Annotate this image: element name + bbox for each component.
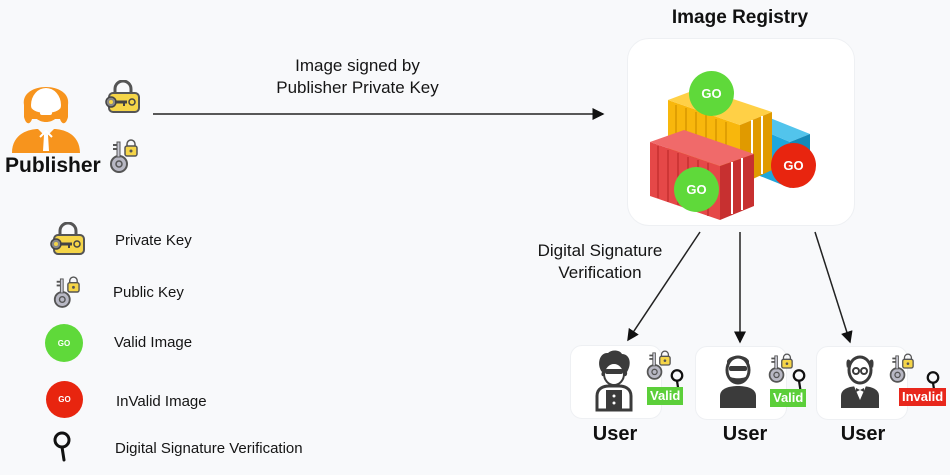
legend-label: Public Key xyxy=(113,284,184,301)
publisher-avatar-icon xyxy=(12,87,80,153)
verify-arrow-3 xyxy=(814,231,853,344)
publisher-label: Publisher xyxy=(5,154,101,177)
legend-label: Digital Signature Verification xyxy=(115,440,303,457)
registry-title: Image Registry xyxy=(671,7,809,28)
user-label: User xyxy=(840,423,886,445)
public-key-icon xyxy=(52,275,80,309)
containers-icon xyxy=(650,88,810,220)
private-key-icon xyxy=(48,222,88,256)
signing-label-line2: Publisher Private Key xyxy=(276,78,439,97)
verify-arrow-1 xyxy=(627,231,701,342)
user-label: User xyxy=(722,423,768,445)
public-key-icon xyxy=(888,352,914,384)
go-text: GO xyxy=(783,158,804,173)
go-text: GO xyxy=(686,182,707,197)
valid-image-icon: GO xyxy=(45,324,83,362)
invalid-image-icon: GO xyxy=(46,381,83,418)
go-text: GO xyxy=(701,86,722,101)
valid-image-badge: GO xyxy=(674,167,719,212)
legend-label: Private Key xyxy=(115,232,192,249)
signing-label-line1: Image signed by xyxy=(295,56,420,75)
go-text: GO xyxy=(57,338,71,348)
verification-result-badge: Valid xyxy=(770,389,807,407)
invalid-image-badge: GO xyxy=(771,143,816,188)
verification-label: Digital Signature Verification xyxy=(520,240,680,284)
verification-result-badge: Valid xyxy=(647,387,684,405)
user-avatar-icon xyxy=(841,355,879,408)
legend-label: Valid Image xyxy=(114,334,193,351)
go-text: GO xyxy=(58,395,71,404)
valid-image-badge: GO xyxy=(689,71,734,116)
legend-label: InValid Image xyxy=(116,393,207,410)
verification-result-badge: Invalid xyxy=(899,388,947,406)
user-avatar-icon xyxy=(595,350,633,412)
signing-label: Image signed by Publisher Private Key xyxy=(250,55,465,99)
magnifier-icon xyxy=(50,430,74,462)
verification-label-line1: Digital Signature xyxy=(537,241,663,260)
verification-label-line2: Verification xyxy=(558,263,642,282)
user-avatar-icon xyxy=(720,355,756,408)
user-label: User xyxy=(592,423,638,445)
